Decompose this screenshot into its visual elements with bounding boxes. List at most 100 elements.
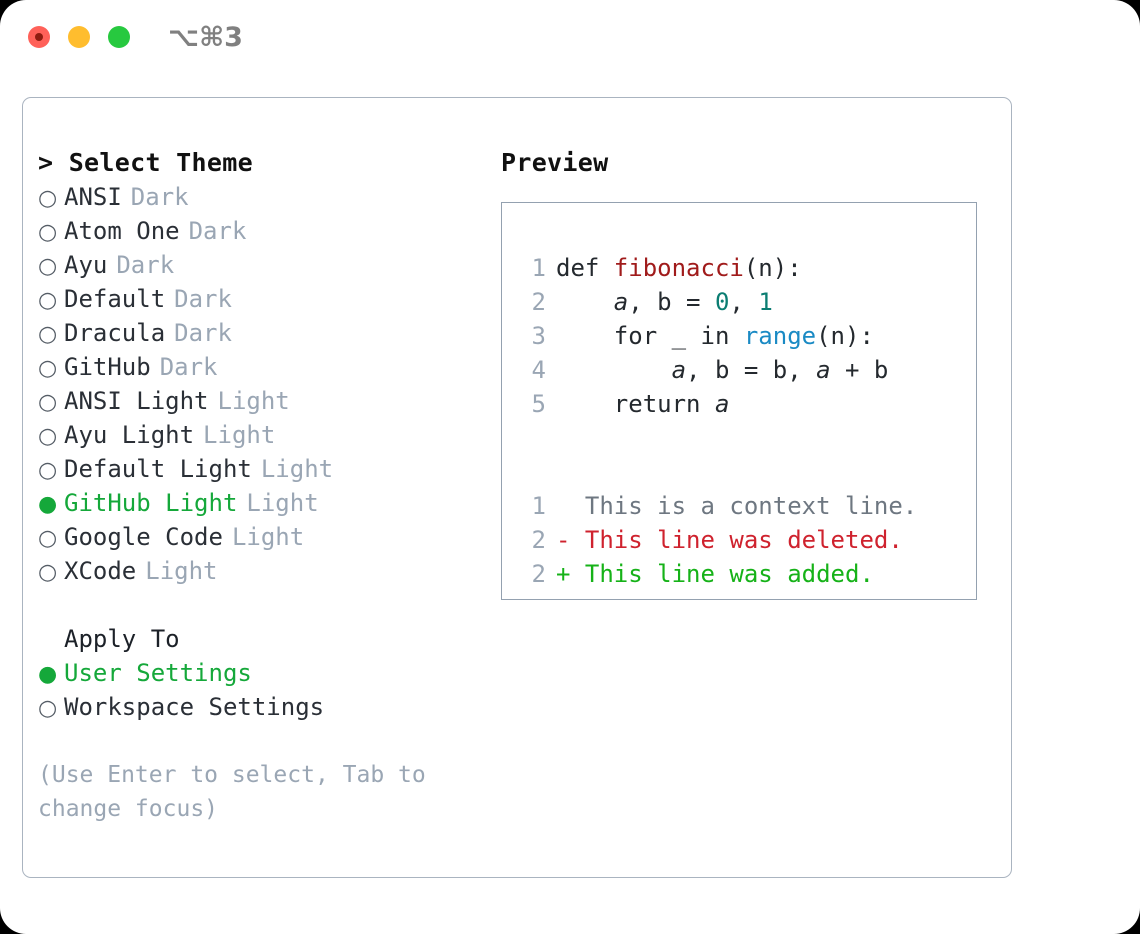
code-token: , [729, 288, 759, 316]
preview-heading: Preview [501, 148, 609, 177]
theme-name-label: XCode [64, 557, 137, 585]
radio-selected-icon: ● [38, 662, 58, 687]
theme-name-label: Default [64, 285, 166, 313]
code-token: a [714, 390, 730, 418]
theme-list-item[interactable]: ○Default Dark [38, 282, 468, 316]
code-line: 4 a, b = b, a + b [516, 353, 917, 387]
theme-variant-tag: Dark [188, 217, 247, 245]
theme-name-label: ANSI [64, 183, 122, 211]
radio-empty-icon: ○ [38, 288, 58, 313]
code-token: a [671, 356, 687, 384]
apply-to-option[interactable]: ○Workspace Settings [38, 690, 468, 724]
diff-marker [556, 489, 570, 523]
radio-selected-icon: ● [38, 492, 58, 517]
theme-variant-tag: Light [246, 489, 319, 517]
code-token: + b [830, 356, 889, 384]
code-token [556, 356, 672, 384]
theme-name-label: Ayu Light [64, 421, 195, 449]
code-token: return [556, 390, 715, 418]
help-hint-text: (Use Enter to select, Tab to change focu… [38, 762, 426, 822]
code-token: def [556, 254, 614, 282]
theme-variant-tag: Light [217, 387, 290, 415]
code-blank-line [516, 421, 917, 455]
select-theme-heading: > Select Theme [38, 148, 253, 177]
apply-to-heading: Apply To [64, 625, 180, 653]
line-number: 2 [531, 526, 546, 554]
theme-name-label: GitHub Light [64, 489, 238, 517]
theme-list-item[interactable]: ○Ayu Light Light [38, 418, 468, 452]
spacer [38, 588, 468, 622]
diff-marker: + [556, 560, 571, 588]
diff-line-text: This line was deleted. [570, 526, 903, 554]
radio-empty-icon: ○ [38, 356, 58, 381]
line-number: 2 [531, 288, 546, 316]
code-token: a [816, 356, 831, 384]
theme-list-item[interactable]: ○ANSI Dark [38, 180, 468, 214]
diff-line: 1 This is a context line. [516, 489, 918, 523]
code-line-text: def fibonacci(n): [556, 251, 802, 285]
minimize-button-icon[interactable] [68, 26, 90, 48]
radio-empty-icon: ○ [38, 526, 58, 551]
code-token: fibonacci [613, 254, 744, 282]
close-button-icon[interactable] [28, 26, 50, 48]
code-line-text: for _ in range(n): [556, 319, 874, 353]
theme-variant-tag: Dark [116, 251, 175, 279]
diff-line: 2- This line was deleted. [516, 523, 917, 557]
radio-empty-icon: ○ [38, 322, 58, 347]
title-bar: ⌥⌘3 [0, 0, 1140, 78]
code-token: a [613, 288, 629, 316]
code-line-text: a, b = b, a + b [556, 353, 889, 387]
line-number: 1 [531, 492, 546, 520]
code-line-text: a, b = 0, 1 [556, 285, 773, 319]
code-line: 2 a, b = 0, 1 [516, 285, 917, 319]
apply-to-option[interactable]: ●User Settings [38, 656, 468, 690]
radio-empty-icon: ○ [38, 220, 58, 245]
theme-list-item[interactable]: ○XCode Light [38, 554, 468, 588]
radio-empty-icon: ○ [38, 424, 58, 449]
theme-variant-tag: Light [260, 455, 334, 483]
theme-variant-tag: Dark [130, 183, 189, 211]
theme-list-item[interactable]: ●GitHub Light Light [38, 486, 468, 520]
radio-empty-icon: ○ [38, 186, 58, 211]
zoom-button-icon[interactable] [108, 26, 130, 48]
diff-line-text: This is a context line. [570, 492, 918, 520]
code-token: (n): [816, 322, 874, 350]
code-token: 1 [758, 288, 773, 316]
theme-name-label: Default Light [64, 455, 252, 483]
code-token: range [743, 322, 817, 350]
theme-variant-tag: Light [231, 523, 305, 551]
code-token: 0 [714, 288, 730, 316]
apply-to-label: Workspace Settings [64, 693, 325, 721]
code-line: 5 return a [516, 387, 917, 421]
line-number: 1 [531, 254, 546, 282]
traffic-light-buttons [28, 26, 130, 48]
line-number: 5 [531, 390, 546, 418]
theme-name-label: Dracula [64, 319, 166, 347]
code-token: (n): [743, 254, 802, 282]
code-token [556, 288, 614, 316]
diff-line-text: This line was added. [570, 560, 874, 588]
keyboard-shortcut-label: ⌥⌘3 [168, 22, 243, 53]
theme-name-label: GitHub [64, 353, 151, 381]
apply-to-list[interactable]: ●User Settings○Workspace Settings [38, 656, 468, 724]
radio-empty-icon: ○ [38, 696, 58, 721]
theme-variant-tag: Dark [174, 285, 232, 313]
apply-to-label: User Settings [64, 659, 252, 687]
theme-variant-tag: Light [203, 421, 276, 449]
theme-variant-tag: Light [145, 557, 218, 585]
radio-empty-icon: ○ [38, 560, 58, 585]
